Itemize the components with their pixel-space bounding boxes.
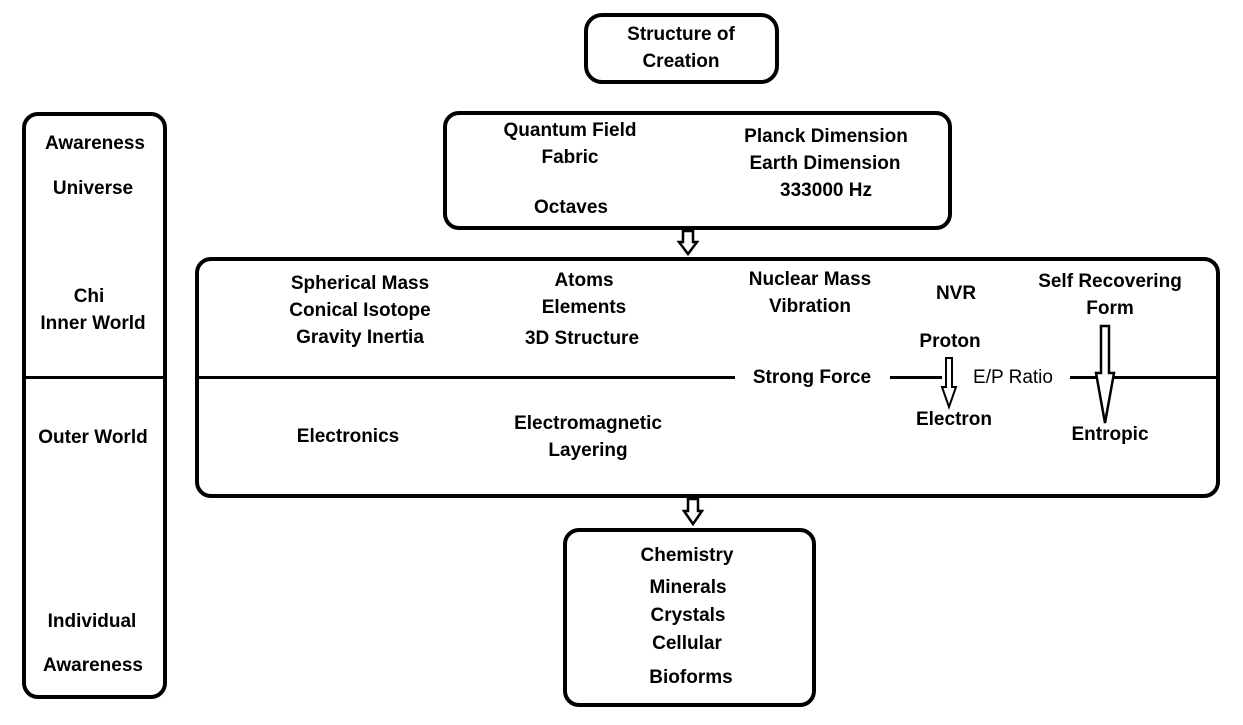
nuclear-text: Nuclear Mass Vibration bbox=[749, 266, 872, 320]
3d-structure-text: 3D Structure bbox=[524, 328, 640, 349]
conical-isotope: Conical Isotope bbox=[289, 300, 431, 321]
label-inner-world: Inner World bbox=[40, 313, 146, 334]
electromagnetic-text: Electromagnetic Layering bbox=[514, 410, 662, 464]
gravity-inertia: Gravity Inertia bbox=[296, 327, 424, 348]
mass-text: Spherical Mass Conical Isotope Gravity I… bbox=[289, 270, 430, 351]
proton-electron-arrow-icon bbox=[940, 357, 958, 411]
electromagnetic: Electromagnetic bbox=[514, 413, 662, 434]
quantum-box bbox=[443, 111, 952, 230]
atoms-text: Atoms bbox=[554, 270, 614, 291]
planck-text: Planck Dimension bbox=[744, 126, 908, 147]
proton-text: Proton bbox=[919, 331, 981, 352]
left-column-box bbox=[22, 112, 167, 699]
minerals-text: Minerals bbox=[649, 577, 727, 598]
divider-left bbox=[197, 376, 735, 379]
nvr-text: NVR bbox=[935, 283, 977, 304]
entropic-text: Entropic bbox=[1071, 424, 1149, 445]
down-arrow-icon-2 bbox=[681, 497, 705, 527]
electron-text: Electron bbox=[915, 409, 993, 430]
label-awareness-bottom: Awareness bbox=[43, 655, 143, 676]
title-line-1: Structure of bbox=[627, 24, 735, 45]
label-universe: Universe bbox=[52, 178, 134, 199]
label-awareness: Awareness bbox=[45, 133, 145, 154]
title-line-2: Creation bbox=[642, 51, 720, 72]
chemistry-text: Chemistry bbox=[640, 545, 734, 566]
spherical-mass: Spherical Mass bbox=[290, 273, 430, 294]
self-recovering-text: Self Recovering Form bbox=[1038, 268, 1182, 322]
title-box bbox=[584, 13, 779, 84]
hz-text: 333000 Hz bbox=[780, 180, 872, 201]
label-individual: Individual bbox=[47, 611, 137, 632]
bioforms-text: Bioforms bbox=[649, 667, 733, 688]
ep-ratio-text: E/P Ratio bbox=[973, 367, 1053, 388]
title-text: Structure of Creation bbox=[627, 21, 735, 75]
crystals-text: Crystals bbox=[650, 605, 726, 626]
quantum-field-text: Quantum Field bbox=[503, 120, 637, 141]
elements-text: Elements bbox=[541, 297, 627, 318]
down-arrow-icon bbox=[676, 229, 700, 257]
label-outer-world: Outer World bbox=[38, 427, 148, 448]
form: Form bbox=[1086, 298, 1134, 319]
nuclear-mass: Nuclear Mass bbox=[748, 269, 872, 290]
strong-force-text: Strong Force bbox=[752, 367, 872, 388]
earth-text: Earth Dimension bbox=[749, 153, 901, 174]
label-chi: Chi bbox=[73, 286, 105, 307]
entropic-arrow-icon bbox=[1094, 324, 1116, 424]
layering: Layering bbox=[548, 440, 628, 461]
cellular-text: Cellular bbox=[652, 633, 722, 654]
self-recovering: Self Recovering bbox=[1038, 271, 1182, 292]
divider-mid bbox=[890, 376, 942, 379]
octaves-text: Octaves bbox=[534, 197, 608, 218]
divider-right bbox=[1070, 376, 1216, 379]
chemistry-box bbox=[563, 528, 816, 707]
fabric-text: Fabric bbox=[541, 147, 599, 168]
vibration: Vibration bbox=[768, 296, 851, 317]
left-column-divider bbox=[24, 376, 165, 379]
electronics-text: Electronics bbox=[296, 426, 400, 447]
